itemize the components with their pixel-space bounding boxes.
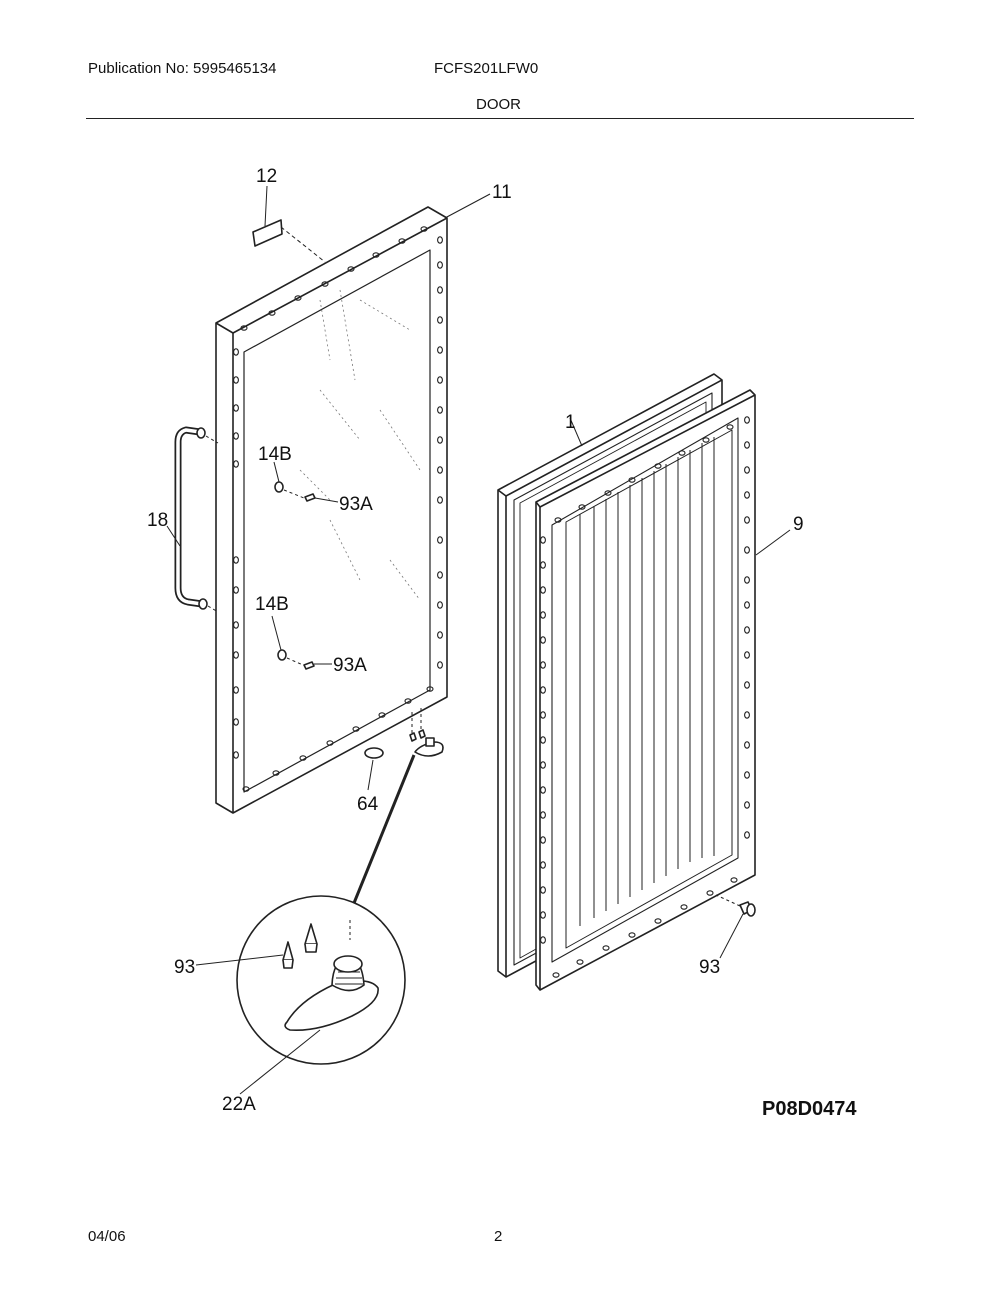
door-handle xyxy=(174,426,219,613)
liner-screw-holes xyxy=(540,416,750,978)
callout-labels: 12 11 14B 93A 18 14B 93A 64 1 9 93 93 22… xyxy=(147,166,857,1120)
callout-1: 1 xyxy=(565,412,576,433)
publication-number: Publication No: 5995465134 xyxy=(88,60,277,77)
section-title: DOOR xyxy=(476,96,521,113)
callout-11: 11 xyxy=(492,182,512,203)
hinge-detail-circle xyxy=(236,895,406,1065)
callout-93-right: 93 xyxy=(699,957,720,978)
callout-9: 9 xyxy=(793,514,804,535)
liner-ribs xyxy=(579,437,715,926)
liner-screw xyxy=(715,894,756,917)
callout-14b-upper: 14B xyxy=(258,444,292,465)
page-number: 2 xyxy=(494,1228,503,1245)
inner-door-liner xyxy=(535,389,756,991)
bottom-hinge-parts xyxy=(364,708,444,759)
callout-64: 64 xyxy=(357,794,379,815)
figure-id: P08D0474 xyxy=(762,1098,857,1120)
callout-14b-lower: 14B xyxy=(255,594,289,615)
callout-12: 12 xyxy=(256,166,277,187)
model-number: FCFS201LFW0 xyxy=(434,60,539,77)
callout-93-detail: 93 xyxy=(174,957,195,978)
outer-door-panel xyxy=(215,206,448,814)
panel-screw-holes xyxy=(233,226,443,792)
header-rule xyxy=(86,118,914,119)
label-part xyxy=(252,219,326,263)
washer-screw-lower xyxy=(277,649,315,670)
callout-22a: 22A xyxy=(222,1094,256,1115)
leader-lines xyxy=(166,185,791,1095)
footer-date: 04/06 xyxy=(88,1228,126,1245)
callout-93a-upper: 93A xyxy=(339,494,373,515)
callout-18: 18 xyxy=(147,510,168,531)
callout-93a-lower: 93A xyxy=(333,655,367,676)
